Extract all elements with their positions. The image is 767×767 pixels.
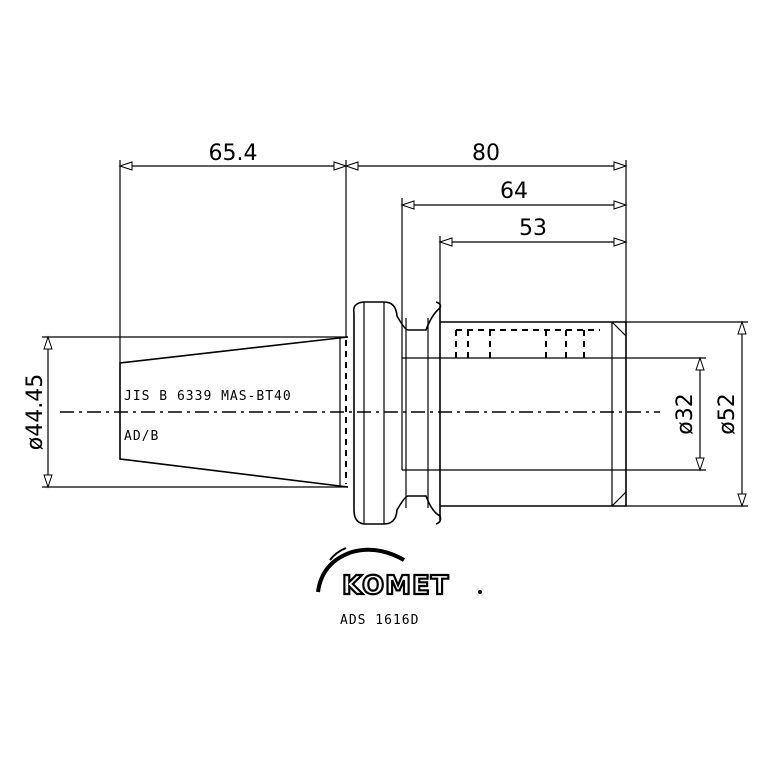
standard-note: JIS B 6339 MAS-BT40 — [124, 389, 292, 404]
logo-registered-mark — [478, 590, 482, 594]
model-number: ADS 1616D — [340, 613, 419, 628]
logo-swoosh — [316, 547, 405, 593]
extension-lines — [42, 160, 748, 507]
dim-bore-diameter: ø32 — [673, 393, 698, 434]
dimension-lines — [43, 161, 747, 508]
taper-outline — [119, 336, 349, 488]
shank-outline — [440, 321, 627, 507]
part-outline — [60, 301, 660, 525]
dim-overall-length: 80 — [472, 141, 500, 166]
form-note: AD/B — [124, 429, 159, 444]
hidden-bore — [455, 329, 600, 358]
dim-taper-diameter: ø44.45 — [23, 374, 48, 450]
dim-bore-depth-2: 53 — [519, 216, 547, 241]
brand-logo-text: KOMET — [342, 571, 449, 601]
dim-outer-diameter: ø52 — [715, 393, 740, 434]
dim-bore-depth-1: 64 — [500, 179, 528, 204]
komet-logo: KOMET — [316, 547, 482, 602]
dim-taper-length: 65.4 — [209, 141, 258, 166]
chamfer-top — [611, 321, 627, 337]
logo-swoosh-tick — [329, 547, 347, 561]
chamfer-bottom — [611, 491, 627, 507]
